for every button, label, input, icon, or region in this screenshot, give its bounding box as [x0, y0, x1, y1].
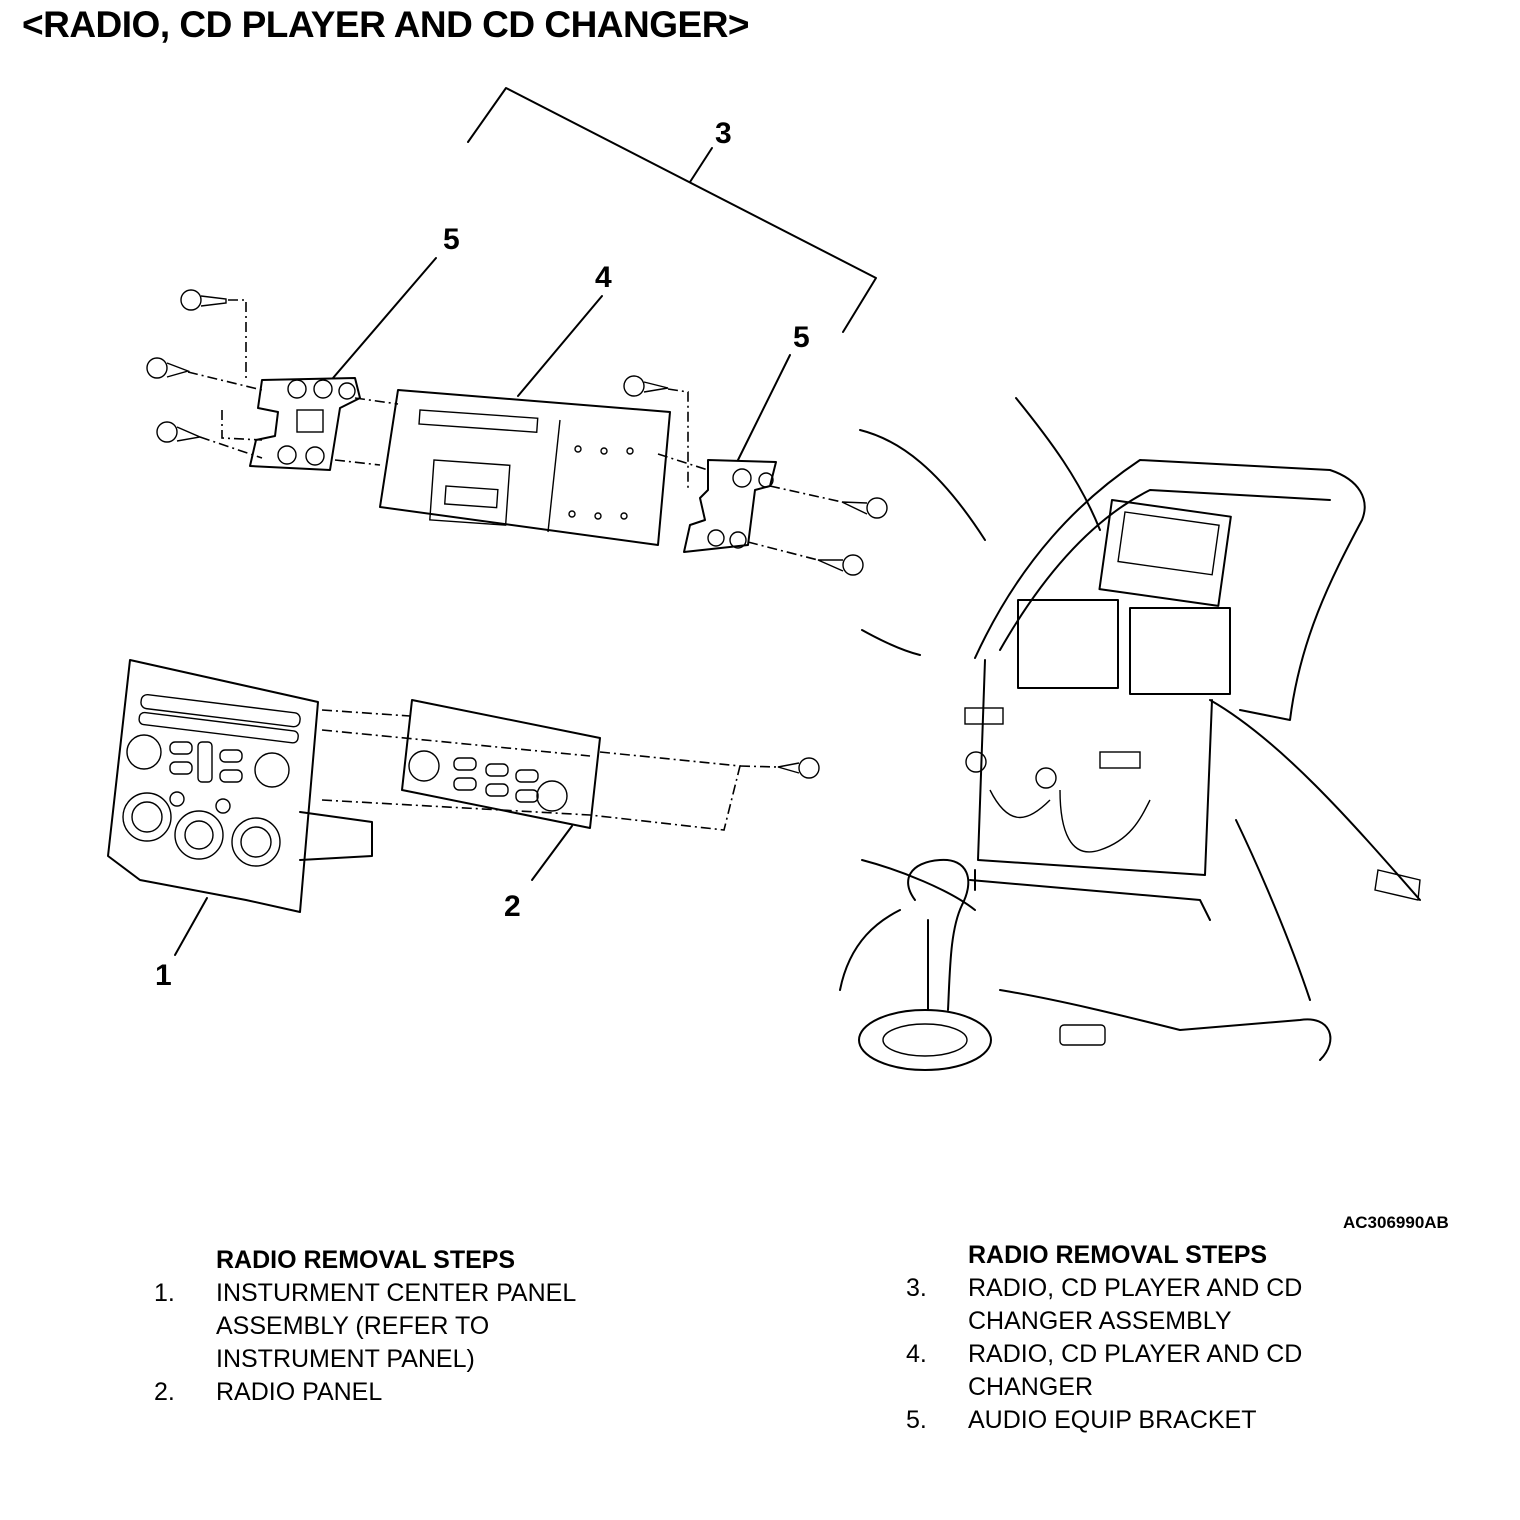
radio-panel [401, 699, 601, 829]
step-item: 1. INSTURMENT CENTER PANEL ASSEMBLY (REF… [154, 1277, 674, 1376]
assembly-group-bracket [467, 87, 877, 333]
screws [146, 289, 888, 779]
step-text-line: AUDIO EQUIP BRACKET [968, 1406, 1257, 1434]
step-text-line: CHANGER [968, 1373, 1094, 1401]
step-text-line: CHANGER ASSEMBLY [968, 1307, 1232, 1335]
figure-code: AC306990AB [1343, 1213, 1449, 1232]
leader-lines [174, 257, 791, 956]
step-number: 4. [906, 1340, 927, 1368]
alignment-lines [187, 299, 843, 831]
callout-3: 3 [715, 117, 732, 150]
page-title: <RADIO, CD PLAYER AND CD CHANGER> [22, 4, 750, 45]
callout-5-right: 5 [793, 321, 810, 354]
step-text-line: ASSEMBLY (REFER TO [216, 1312, 490, 1340]
left-audio-bracket [249, 377, 361, 471]
step-text-line: RADIO PANEL [216, 1378, 383, 1406]
right-audio-bracket [683, 459, 777, 553]
step-text-line: RADIO, CD PLAYER AND CD [968, 1274, 1303, 1302]
callout-1: 1 [155, 959, 172, 992]
callout-5-left: 5 [443, 223, 460, 256]
step-number: 1. [154, 1279, 175, 1307]
step-text-line: INSTRUMENT PANEL) [216, 1345, 475, 1373]
step-item: 2. RADIO PANEL [154, 1376, 674, 1409]
step-text-line: INSTURMENT CENTER PANEL [216, 1279, 577, 1307]
callout-4: 4 [595, 261, 612, 294]
left-removal-steps: RADIO REMOVAL STEPS 1. INSTURMENT CENTER… [154, 1244, 674, 1409]
step-number: 3. [906, 1274, 927, 1302]
step-text-line: RADIO, CD PLAYER AND CD [968, 1340, 1303, 1368]
step-number: 5. [906, 1406, 927, 1434]
steps-heading: RADIO REMOVAL STEPS [216, 1246, 516, 1274]
steps-heading: RADIO REMOVAL STEPS [968, 1241, 1268, 1269]
step-item: 3. RADIO, CD PLAYER AND CD CHANGER ASSEM… [906, 1272, 1386, 1338]
vehicle-interior [839, 397, 1421, 1071]
callout-labels: 1 2 3 4 5 5 [155, 117, 810, 992]
center-panel [107, 659, 373, 913]
right-removal-steps: RADIO REMOVAL STEPS 3. RADIO, CD PLAYER … [906, 1239, 1386, 1437]
callout-2: 2 [504, 890, 521, 923]
step-number: 2. [154, 1378, 175, 1406]
step-item: 4. RADIO, CD PLAYER AND CD CHANGER [906, 1338, 1386, 1404]
radio-cd-unit [379, 389, 671, 546]
step-item: 5. AUDIO EQUIP BRACKET [906, 1404, 1386, 1437]
